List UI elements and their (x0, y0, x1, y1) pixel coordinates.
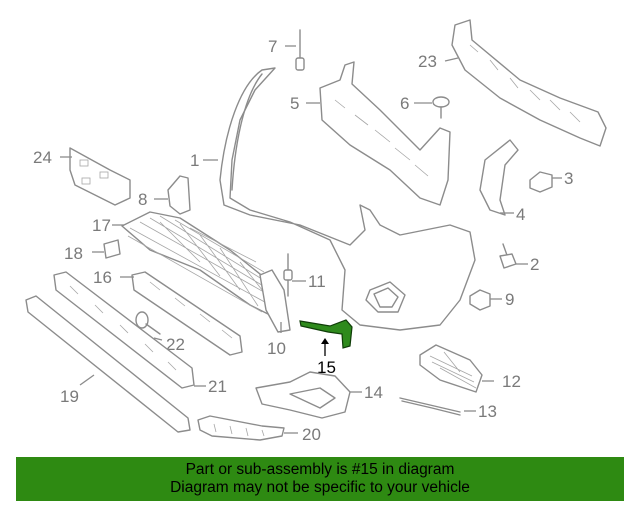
part-4-bracket (479, 139, 519, 216)
callout-5: 5 (290, 94, 299, 113)
callout-24: 24 (33, 148, 52, 167)
part-2-bolt (499, 243, 517, 269)
part-11-stud (283, 253, 293, 297)
banner-line-2: Diagram may not be specific to your vehi… (170, 479, 470, 496)
callout-22: 22 (166, 335, 185, 354)
part-24-license-bracket (69, 147, 131, 206)
part-6-clip (432, 96, 450, 119)
part-7-stud (295, 29, 305, 71)
callout-19: 19 (60, 387, 79, 406)
part-13-strip (399, 397, 461, 416)
part-19-valance (25, 295, 191, 433)
callout-14: 14 (364, 383, 383, 402)
callout-4: 4 (516, 205, 525, 224)
callout-16: 16 (93, 268, 112, 287)
part-10-bracket (259, 269, 291, 333)
part-16-molding (131, 271, 243, 356)
banner-line-1: Part or sub-assembly is #15 in diagram (185, 461, 455, 478)
callout-8: 8 (138, 190, 147, 209)
callout-11: 11 (308, 272, 326, 291)
part-12-fog-grille (419, 344, 483, 393)
callout-2: 2 (530, 255, 539, 274)
callout-21: 21 (208, 377, 227, 396)
part-5-bracket (319, 61, 451, 206)
callout-12: 12 (502, 372, 521, 391)
part-9-nut (469, 289, 491, 311)
part-18-emblem (103, 239, 121, 259)
callout-3: 3 (564, 169, 573, 188)
part-3-nut (529, 171, 553, 193)
callout-20: 20 (302, 425, 321, 444)
callout-7: 7 (268, 37, 277, 56)
callout-6: 6 (400, 94, 409, 113)
callout-1: 1 (190, 151, 199, 170)
part-21-lower-molding (53, 271, 195, 389)
callout-10: 10 (267, 339, 286, 358)
part-15-highlighted (299, 319, 353, 349)
part-1-bumper-cover (219, 67, 476, 331)
callout-17: 17 (92, 216, 111, 235)
callout-18: 18 (64, 244, 83, 263)
info-banner: Part or sub-assembly is #15 in diagram D… (16, 457, 624, 501)
part-8-bracket (167, 175, 191, 215)
callout-9: 9 (505, 290, 514, 309)
part-20-trim (197, 415, 285, 441)
part-23-absorber (451, 19, 607, 147)
callout-23: 23 (418, 52, 437, 71)
callout-15: 15 (317, 358, 336, 377)
part-22-clip (135, 311, 161, 335)
parts-diagram: 23 7 5 6 24 1 3 (25, 19, 607, 444)
part-17-grille (121, 211, 283, 316)
part-14-bezel (255, 371, 351, 419)
callout-13: 13 (478, 402, 497, 421)
